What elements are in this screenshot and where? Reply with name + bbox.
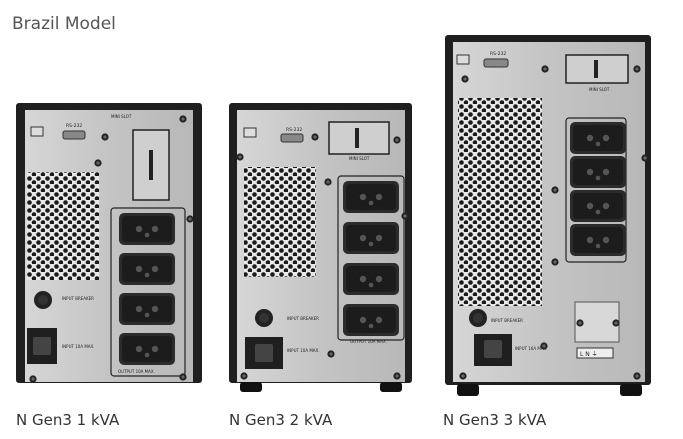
input-label: INPUT 10A MAX. <box>287 348 320 353</box>
foot <box>240 382 262 392</box>
outlet-group <box>110 207 186 377</box>
foot <box>620 384 642 396</box>
vent-grille <box>244 167 316 277</box>
outlet-group <box>565 117 627 263</box>
vent-grille <box>27 172 99 280</box>
rs232-port <box>62 130 86 140</box>
input-label: INPUT 16A MAX. <box>515 346 548 351</box>
rs232-label: RS-232 <box>490 51 506 57</box>
rs232-port <box>483 58 509 68</box>
ups-3kva: RS-232 MINI SLOT L N ⏚ INPUT BREAKER INP… <box>445 35 651 396</box>
caption-3kva: N Gen3 3 kVA <box>443 411 547 429</box>
usb-port <box>30 126 44 137</box>
rs232-port <box>280 133 304 143</box>
terminal-cover <box>574 301 620 343</box>
output-label: OUTPUT 10A MAX. <box>118 369 155 374</box>
foot <box>380 382 402 392</box>
foot <box>457 384 479 396</box>
usb-port <box>456 54 470 65</box>
mini-slot-label: MINI SLOT <box>589 87 610 92</box>
input-breaker-label: INPUT BREAKER <box>62 296 94 301</box>
caption-2kva: N Gen3 2 kVA <box>229 411 333 429</box>
mini-slot-label: MINI SLOT <box>111 114 132 119</box>
terminal-block <box>576 347 614 359</box>
ups-1kva: RS-232 MINI SLOT OUTPUT 10A MAX. INPUT B… <box>16 103 202 383</box>
page-title: Brazil Model <box>12 14 116 34</box>
outlet-group <box>337 175 405 341</box>
rs232-label: RS-232 <box>286 127 302 133</box>
output-label: OUTPUT 10A MAX. <box>350 339 387 344</box>
caption-1kva: N Gen3 1 kVA <box>16 411 120 429</box>
ups-2kva: RS-232 MINI SLOT OUTPUT 10A MAX. INPUT B… <box>229 103 412 392</box>
mini-slot-label: MINI SLOT <box>349 156 370 161</box>
input-breaker-label: INPUT BREAKER <box>491 318 523 323</box>
input-label: INPUT 10A MAX. <box>62 344 95 349</box>
input-breaker-label: INPUT BREAKER <box>287 316 319 321</box>
vent-grille <box>458 98 542 306</box>
terminal-label: L N ⏚ <box>580 351 598 358</box>
rs232-label: RS-232 <box>66 123 82 129</box>
usb-port <box>243 127 257 138</box>
